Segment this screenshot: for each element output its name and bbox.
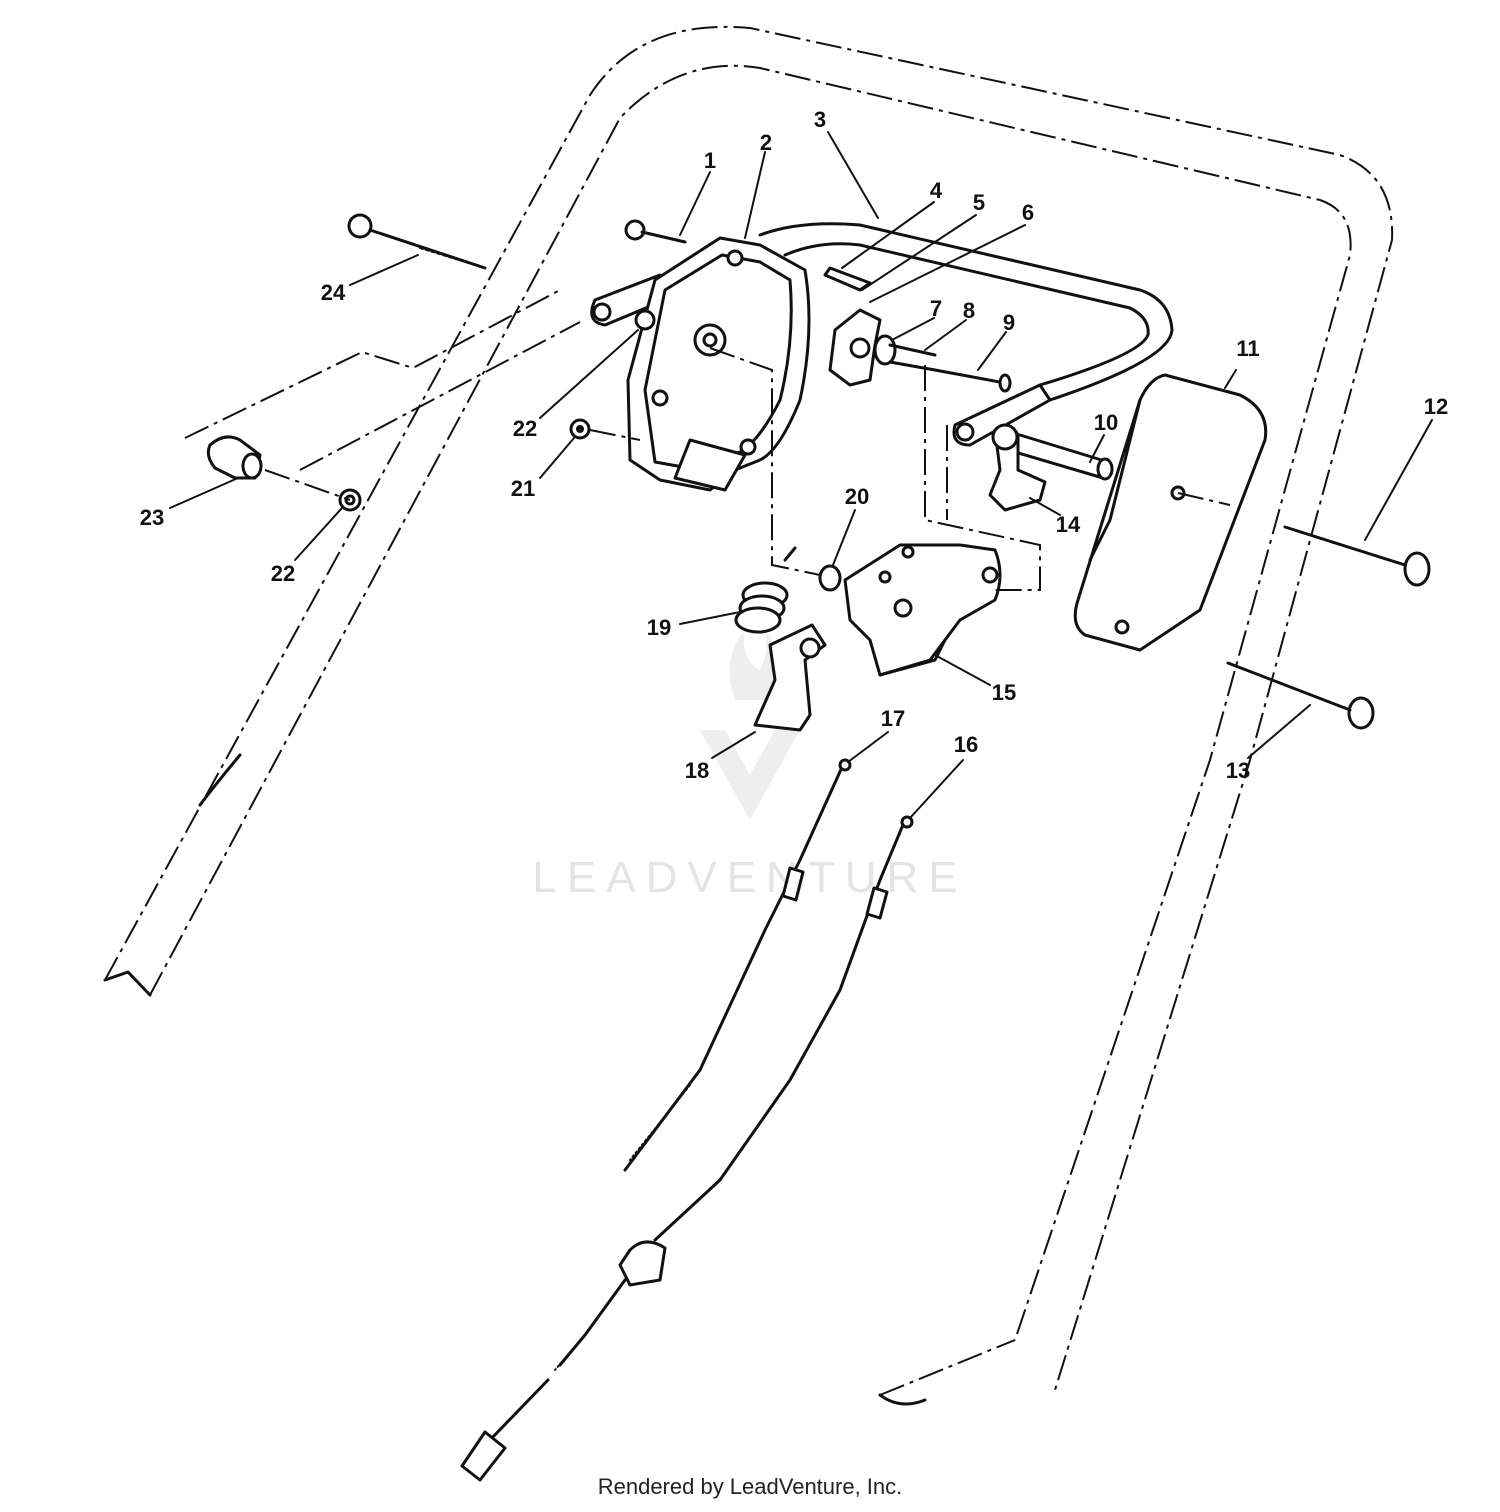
footer-credit: Rendered by LeadVenture, Inc. xyxy=(597,1474,903,1499)
callout-22-upper: 22 xyxy=(513,416,537,441)
shaft-and-pivot-parts xyxy=(823,266,1114,481)
callout-18: 18 xyxy=(685,758,709,783)
callout-24: 24 xyxy=(321,280,346,305)
callout-15: 15 xyxy=(992,680,1016,705)
callout-19: 19 xyxy=(647,615,671,640)
right-control-cover xyxy=(1073,373,1268,652)
callout-7: 7 xyxy=(930,296,942,321)
callout-14: 14 xyxy=(1056,512,1081,537)
spring-washer-latch xyxy=(734,546,842,732)
left-control-housing xyxy=(626,236,811,492)
callout-17: 17 xyxy=(881,706,905,731)
callout-12: 12 xyxy=(1424,394,1448,419)
callout-4: 4 xyxy=(930,178,943,203)
callout-21: 21 xyxy=(511,476,535,501)
callout-16: 16 xyxy=(954,732,978,757)
callout-13: 13 xyxy=(1226,758,1250,783)
cable-bracket xyxy=(843,543,1002,677)
callout-22-lower: 22 xyxy=(271,561,295,586)
drive-lever xyxy=(988,423,1047,512)
callout-1: 1 xyxy=(704,148,716,173)
callout-2: 2 xyxy=(760,130,772,155)
assembly-lines xyxy=(184,289,1041,591)
carriage-bolts xyxy=(347,213,1431,730)
nuts-and-spacer xyxy=(206,309,656,512)
leader-lines xyxy=(169,131,1433,819)
callout-11: 11 xyxy=(1236,336,1259,361)
control-cables xyxy=(460,758,914,1482)
callout-10: 10 xyxy=(1094,410,1118,435)
callout-20: 20 xyxy=(845,484,869,509)
callout-9: 9 xyxy=(1003,310,1015,335)
callout-5: 5 xyxy=(973,190,985,215)
callout-labels: 1 2 3 4 5 6 7 8 9 10 11 12 13 14 15 16 1… xyxy=(140,107,1448,783)
callout-3: 3 xyxy=(814,107,826,132)
watermark-text: LEADVENTURE xyxy=(532,853,967,902)
callout-23: 23 xyxy=(140,505,164,530)
callout-6: 6 xyxy=(1022,200,1034,225)
bail-bar xyxy=(590,222,1174,447)
leadventure-watermark-logo xyxy=(700,630,800,820)
handle-tube xyxy=(103,25,1394,1406)
callout-8: 8 xyxy=(963,298,975,323)
